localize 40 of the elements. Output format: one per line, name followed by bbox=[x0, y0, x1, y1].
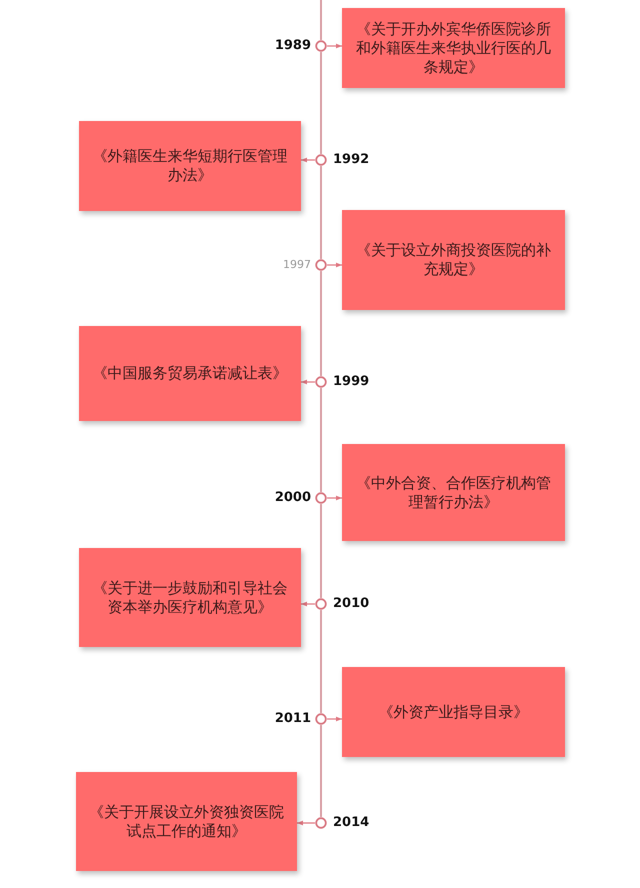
policy-box: 《关于设立外商投资医院的补充规定》 bbox=[342, 210, 565, 310]
policy-box: 《中外合资、合作医疗机构管理暂行办法》 bbox=[342, 444, 565, 541]
timeline-line bbox=[320, 610, 322, 713]
policy-box: 《外籍医生来华短期行医管理办法》 bbox=[79, 121, 301, 211]
policy-box: 《中国服务贸易承诺减让表》 bbox=[79, 326, 301, 421]
arrow bbox=[327, 262, 342, 268]
year-label: 1999 bbox=[333, 374, 370, 390]
timeline-dot bbox=[315, 492, 327, 504]
policy-box: 《关于进一步鼓励和引导社会资本举办医疗机构意见》 bbox=[79, 548, 301, 647]
timeline-dot bbox=[315, 376, 327, 388]
arrow bbox=[301, 380, 315, 384]
year-label: 1992 bbox=[333, 152, 370, 168]
arrow bbox=[327, 44, 342, 48]
arrow bbox=[301, 158, 315, 162]
timeline-line bbox=[320, 504, 322, 598]
timeline-line bbox=[320, 0, 322, 40]
arrow bbox=[297, 820, 315, 826]
timeline-dot bbox=[315, 713, 327, 725]
timeline-line bbox=[320, 725, 322, 817]
arrow bbox=[327, 496, 342, 500]
policy-box: 《外资产业指导目录》 bbox=[342, 667, 565, 757]
year-label: 2000 bbox=[274, 490, 311, 506]
policy-box: 《关于开展设立外资独资医院试点工作的通知》 bbox=[76, 772, 297, 871]
arrow bbox=[301, 602, 315, 606]
timeline-line bbox=[320, 388, 322, 492]
year-label: 1989 bbox=[274, 38, 311, 54]
policy-box: 《关于开办外宾华侨医院诊所和外籍医生来华执业行医的几条规定》 bbox=[342, 8, 565, 88]
timeline-dot bbox=[315, 154, 327, 166]
timeline-line bbox=[320, 52, 322, 154]
timeline-line bbox=[320, 271, 322, 376]
year-label: 2010 bbox=[333, 596, 370, 612]
year-label: 2014 bbox=[333, 815, 370, 831]
arrow bbox=[327, 716, 342, 722]
timeline-dot bbox=[315, 259, 327, 271]
year-label: 2011 bbox=[274, 711, 311, 727]
timeline-dot bbox=[315, 817, 327, 829]
year-label: 1997 bbox=[283, 257, 311, 273]
timeline-dot bbox=[315, 598, 327, 610]
timeline-dot bbox=[315, 40, 327, 52]
timeline-line bbox=[320, 166, 322, 259]
